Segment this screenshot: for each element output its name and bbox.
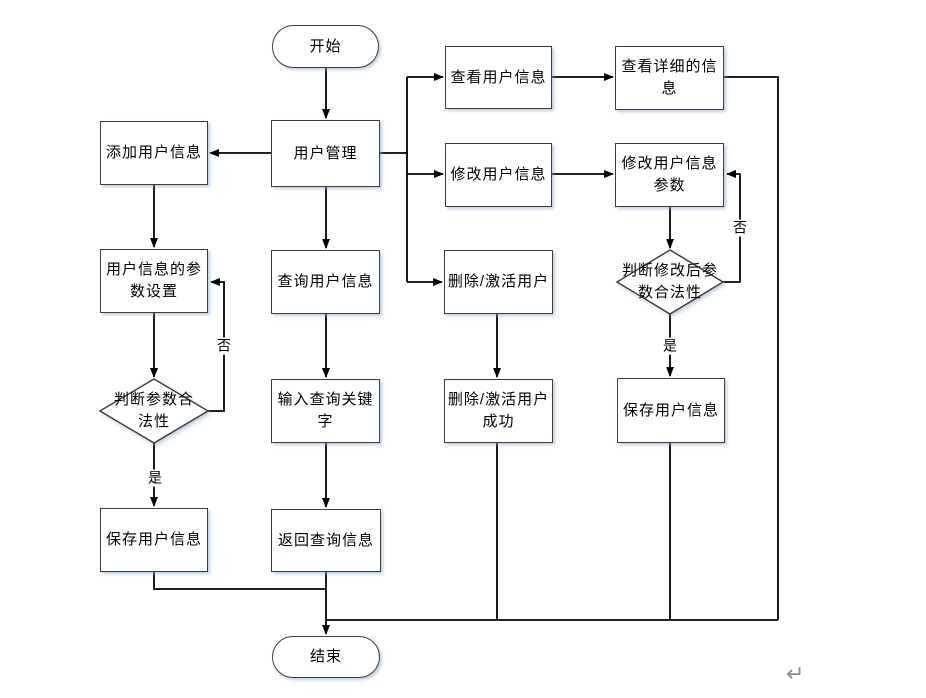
edge-label-no-right: 否	[732, 219, 748, 237]
diamond-check-param-validity	[98, 378, 210, 444]
node-add-user-info: 添加用户信息	[100, 121, 208, 185]
node-modify-user-info-param: 修改用户信息参数	[615, 143, 724, 207]
node-modify-user-info: 修改用户信息	[445, 143, 552, 207]
node-view-user-info-label: 查看用户信息	[450, 68, 547, 86]
edge-save-left-to-merge	[153, 572, 326, 590]
node-check-param-validity: 判断参数合法性	[104, 381, 204, 441]
node-delete-activate-user-label: 删除/激活用户	[447, 273, 550, 291]
node-user-info-param-setting: 用户信息的参数设置	[100, 249, 208, 313]
node-user-management-label: 用户管理	[293, 144, 358, 162]
diamond-check-modified-param-validity	[615, 249, 725, 315]
node-view-detailed-info: 查看详细的信息	[615, 46, 724, 110]
node-end: 结束	[272, 636, 380, 678]
node-delete-activate-user: 删除/激活用户	[444, 250, 553, 314]
node-check-modified-param-validity: 判断修改后参数合法性	[619, 252, 721, 312]
node-query-user-info: 查询用户信息	[271, 250, 380, 314]
node-save-user-info-left: 保存用户信息	[100, 508, 208, 572]
node-save-user-info-left-label: 保存用户信息	[105, 531, 202, 549]
node-add-user-info-label: 添加用户信息	[105, 144, 202, 162]
node-view-detailed-info-label: 查看详细的信息	[621, 58, 718, 97]
node-view-user-info: 查看用户信息	[445, 46, 552, 109]
edge-label-yes-right: 是	[662, 337, 678, 355]
node-input-query-keyword: 输入查询关键字	[271, 379, 380, 443]
edge-label-no-left: 否	[216, 337, 232, 355]
node-user-info-param-setting-label: 用户信息的参数设置	[105, 261, 202, 300]
return-mark: ↵	[786, 662, 805, 687]
node-modify-user-info-label: 修改用户信息	[450, 166, 547, 184]
node-return-query-info: 返回查询信息	[271, 509, 381, 572]
node-delete-activate-success: 删除/激活用户成功	[444, 379, 553, 443]
node-start: 开始	[272, 25, 379, 68]
node-return-query-info-label: 返回查询信息	[277, 531, 374, 549]
node-delete-activate-success-label: 删除/激活用户成功	[447, 391, 550, 430]
node-query-user-info-label: 查询用户信息	[277, 273, 374, 291]
edge-label-yes-left: 是	[147, 469, 163, 487]
node-save-user-info-right: 保存用户信息	[617, 378, 725, 443]
node-save-user-info-right-label: 保存用户信息	[622, 401, 719, 419]
node-input-query-keyword-label: 输入查询关键字	[277, 391, 374, 430]
node-check-modified-param-validity-label: 判断修改后参数合法性	[621, 262, 718, 301]
node-start-label: 开始	[309, 37, 342, 55]
node-modify-user-info-param-label: 修改用户信息参数	[621, 155, 718, 194]
node-check-param-validity-label: 判断参数合法性	[113, 391, 194, 430]
node-end-label: 结束	[309, 648, 342, 666]
node-user-management: 用户管理	[271, 120, 380, 187]
edge-detail-to-merge	[724, 76, 779, 620]
